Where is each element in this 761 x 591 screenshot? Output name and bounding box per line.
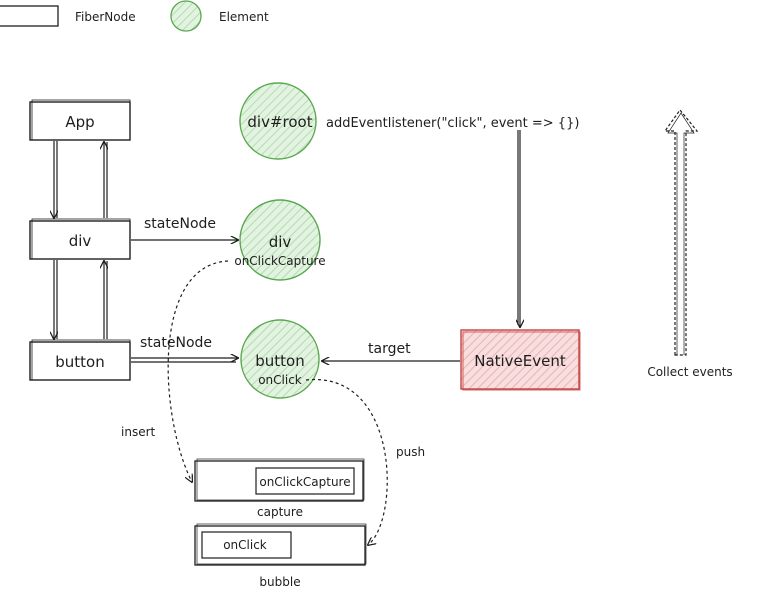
target-label: target <box>368 341 411 357</box>
state-node-button-label: stateNode <box>140 335 212 351</box>
legend-fibernode-swatch <box>0 5 59 27</box>
bubble-queue-item-label: onClick <box>223 538 267 552</box>
element-root-label: div#root <box>247 113 312 131</box>
native-event-edge <box>518 130 520 327</box>
collect-events-label: Collect events <box>647 365 732 379</box>
legend: FiberNode Element <box>0 0 269 32</box>
push-label: push <box>396 445 425 459</box>
insert-edge: insert <box>121 260 229 482</box>
fiber-node-div: div <box>29 218 131 260</box>
element-div: div onClickCapture <box>234 199 326 281</box>
target-edge: target <box>322 341 460 361</box>
fiber-tree-edges <box>54 141 107 339</box>
element-button-label: button <box>255 352 304 370</box>
add-listener-label: addEventlistener("click", event => {}) <box>326 116 579 131</box>
fiber-node-app-label: App <box>65 113 94 131</box>
bubble-queue: onClick bubble <box>194 523 367 589</box>
insert-label: insert <box>121 425 156 439</box>
legend-element-swatch <box>170 0 202 32</box>
legend-fibernode-label: FiberNode <box>75 10 136 24</box>
element-button-handler: onClick <box>258 373 302 387</box>
legend-element-label: Element <box>219 10 269 24</box>
fiber-node-button: button <box>29 339 131 381</box>
collect-events-arrow: Collect events <box>647 109 733 379</box>
element-button: button onClick <box>240 319 320 399</box>
push-edge: push <box>305 379 425 545</box>
native-event-node: NativeEvent <box>460 329 581 391</box>
bubble-queue-label: bubble <box>259 575 300 589</box>
fiber-node-button-label: button <box>55 353 104 371</box>
element-div-label: div <box>269 233 292 251</box>
fiber-node-app: App <box>29 99 131 141</box>
capture-queue-label: capture <box>257 505 303 519</box>
state-node-div-label: stateNode <box>144 216 216 232</box>
element-div-handler: onClickCapture <box>234 254 325 268</box>
capture-queue-item-label: onClickCapture <box>259 475 350 489</box>
native-event-label: NativeEvent <box>474 352 566 370</box>
capture-queue-item <box>255 467 355 495</box>
bubble-queue-item <box>201 531 292 559</box>
element-root: div#root <box>239 82 317 160</box>
capture-queue: onClickCapture capture <box>194 458 365 519</box>
state-node-edges: stateNode stateNode <box>131 216 238 363</box>
fiber-node-div-label: div <box>69 232 92 250</box>
